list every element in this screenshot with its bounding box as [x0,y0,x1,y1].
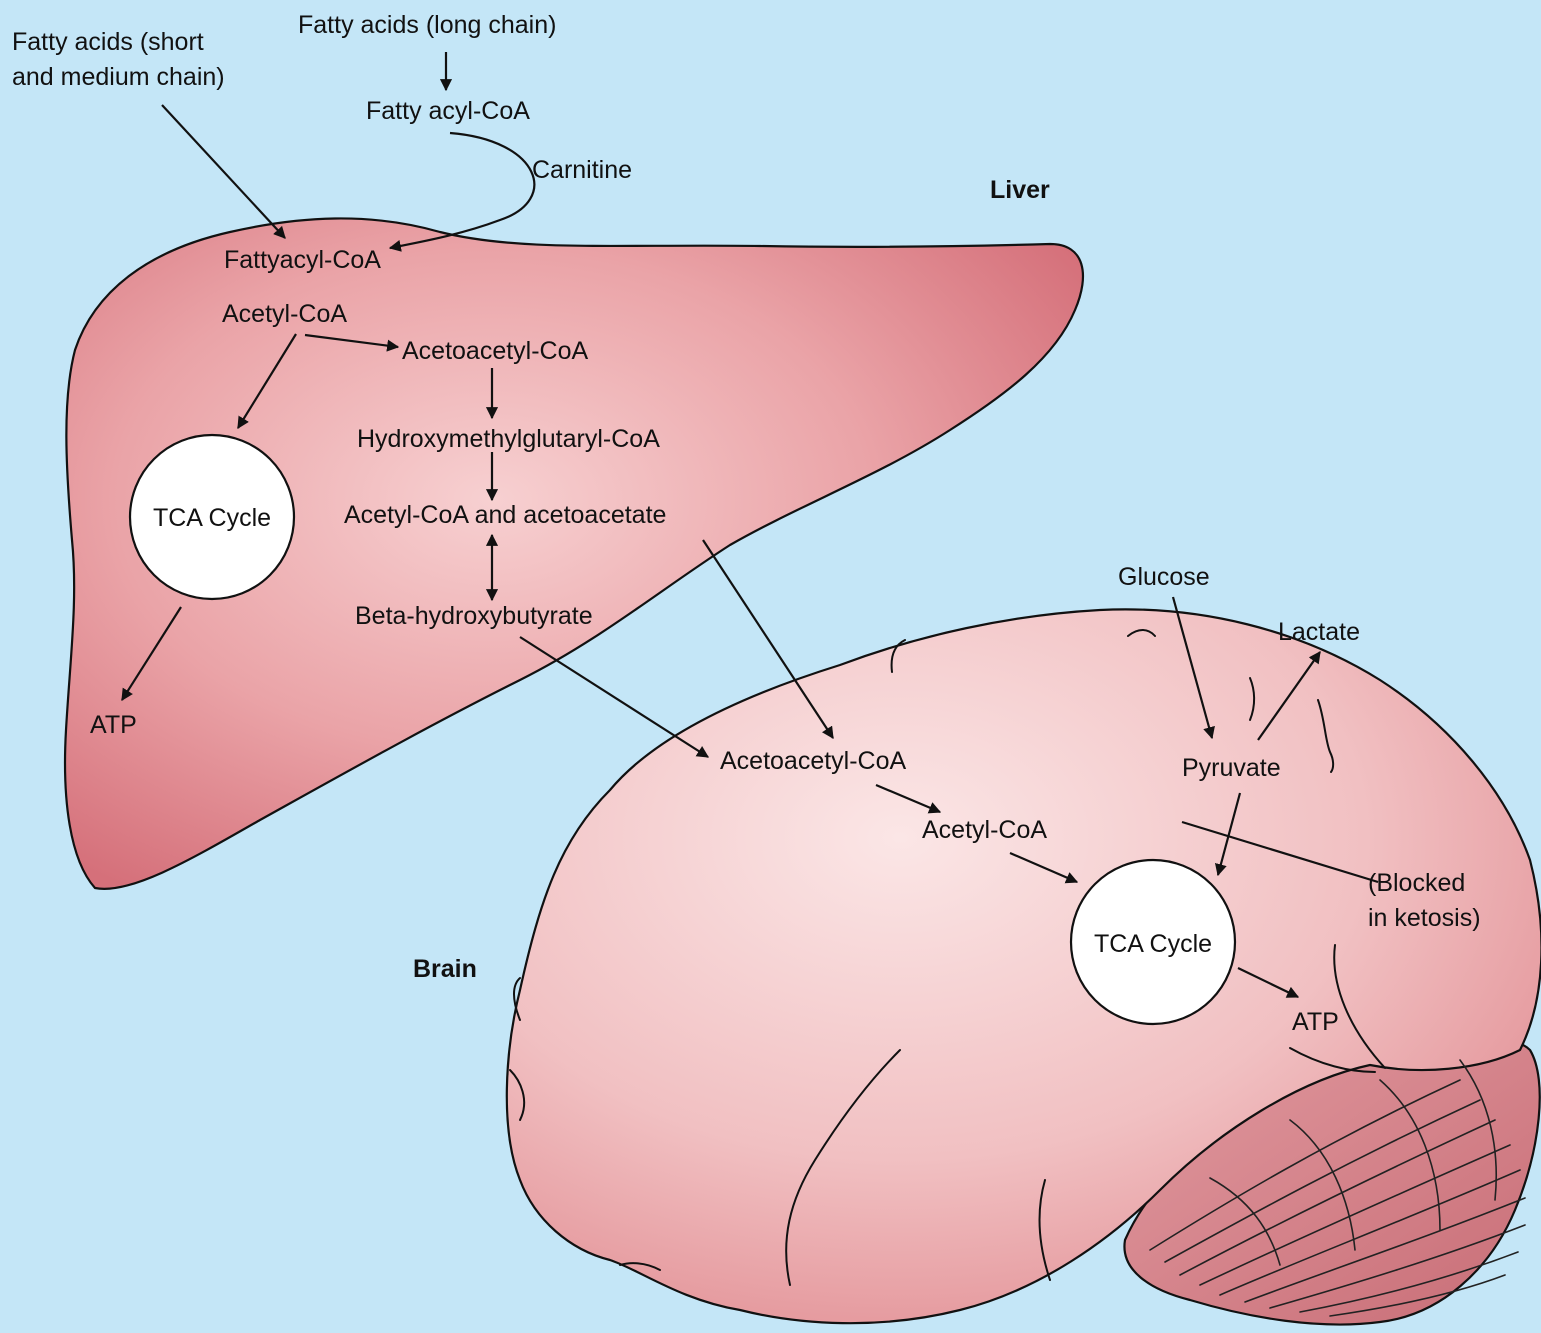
label-carnitine: Carnitine [532,156,632,184]
label-liver-acetoacetyl-coa: Acetoacetyl-CoA [402,337,589,365]
label-liver: Liver [990,176,1050,204]
label-glucose: Glucose [1118,563,1210,591]
label-brain-tca: TCA Cycle [1094,930,1212,958]
label-liver-acetyl-coa: Acetyl-CoA [222,300,347,328]
label-brain: Brain [413,955,477,983]
arrow-bhb-to-brain [520,637,708,757]
brain-organ [507,609,1541,1324]
label-brain-atp: ATP [1292,1008,1339,1036]
label-blocked-line1: (Blocked [1368,869,1465,897]
label-liver-atp: ATP [90,711,137,739]
label-liver-acetyl-acetoacetate: Acetyl-CoA and acetoacetate [344,501,666,529]
label-brain-acetyl-coa: Acetyl-CoA [922,816,1047,844]
label-fatty-acids-long: Fatty acids (long chain) [298,11,556,39]
label-fatty-acyl-coa-outer: Fatty acyl-CoA [366,97,530,125]
label-fatty-acids-short-line2: and medium chain) [12,63,225,91]
arrow-short-chain-into-liver [162,105,285,238]
label-blocked-line2: in ketosis) [1368,904,1481,932]
label-pyruvate: Pyruvate [1182,754,1281,782]
label-liver-fattyacyl-coa: Fattyacyl-CoA [224,246,381,274]
label-fatty-acids-short-line1: Fatty acids (short [12,28,204,56]
label-liver-beta-hydroxybutyrate: Beta-hydroxybutyrate [355,602,593,630]
label-liver-tca: TCA Cycle [153,504,271,532]
label-brain-acetoacetyl-coa: Acetoacetyl-CoA [720,747,907,775]
label-lactate: Lactate [1278,618,1360,646]
label-liver-hmg-coa: Hydroxymethylglutaryl-CoA [357,425,660,453]
